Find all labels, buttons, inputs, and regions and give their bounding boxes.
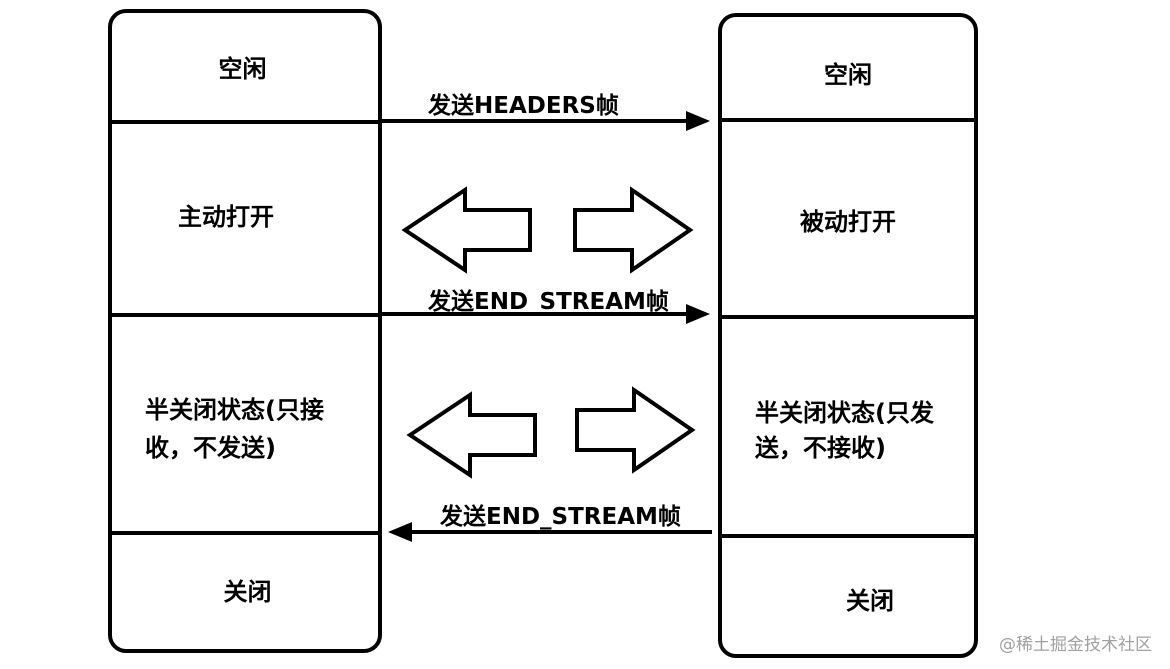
right-divider-1 bbox=[720, 118, 978, 122]
right-state-idle: 空闲 bbox=[824, 61, 872, 89]
end-stream-arrow-to-right bbox=[382, 304, 710, 324]
left-state-closed: 关闭 bbox=[223, 578, 272, 606]
message-send-end-stream-left: 发送END_STREAM帧 bbox=[440, 504, 681, 530]
right-divider-2 bbox=[720, 315, 978, 319]
watermark: @稀土掘金技术社区 bbox=[999, 635, 1152, 655]
left-state-half-closed-line2: 收，不发送) bbox=[145, 434, 276, 462]
left-state-half-closed-line1: 半关闭状态(只接 bbox=[145, 396, 324, 424]
block-arrow-left-lower bbox=[406, 391, 537, 479]
right-state-closed: 关闭 bbox=[846, 587, 894, 615]
right-divider-3 bbox=[720, 534, 974, 538]
left-state-column bbox=[108, 9, 382, 653]
message-send-end-stream-right: 发送END_STREAM帧 bbox=[428, 289, 669, 315]
end-stream-arrow-to-left bbox=[388, 522, 712, 542]
right-state-passive-open: 被动打开 bbox=[800, 208, 896, 236]
block-arrow-right-lower bbox=[575, 386, 696, 474]
left-divider-1 bbox=[110, 120, 380, 124]
right-state-half-closed-line1: 半关闭状态(只发 bbox=[755, 399, 934, 427]
left-divider-3 bbox=[110, 531, 380, 535]
left-divider-2 bbox=[110, 313, 380, 317]
left-state-active-open: 主动打开 bbox=[178, 203, 274, 231]
block-arrow-left-upper bbox=[401, 186, 532, 274]
left-state-idle: 空闲 bbox=[218, 55, 267, 83]
message-send-headers: 发送HEADERS帧 bbox=[428, 93, 619, 119]
right-state-half-closed-line2: 送，不接收) bbox=[755, 434, 886, 462]
headers-arrow bbox=[382, 111, 710, 131]
block-arrow-right-upper bbox=[573, 186, 694, 274]
